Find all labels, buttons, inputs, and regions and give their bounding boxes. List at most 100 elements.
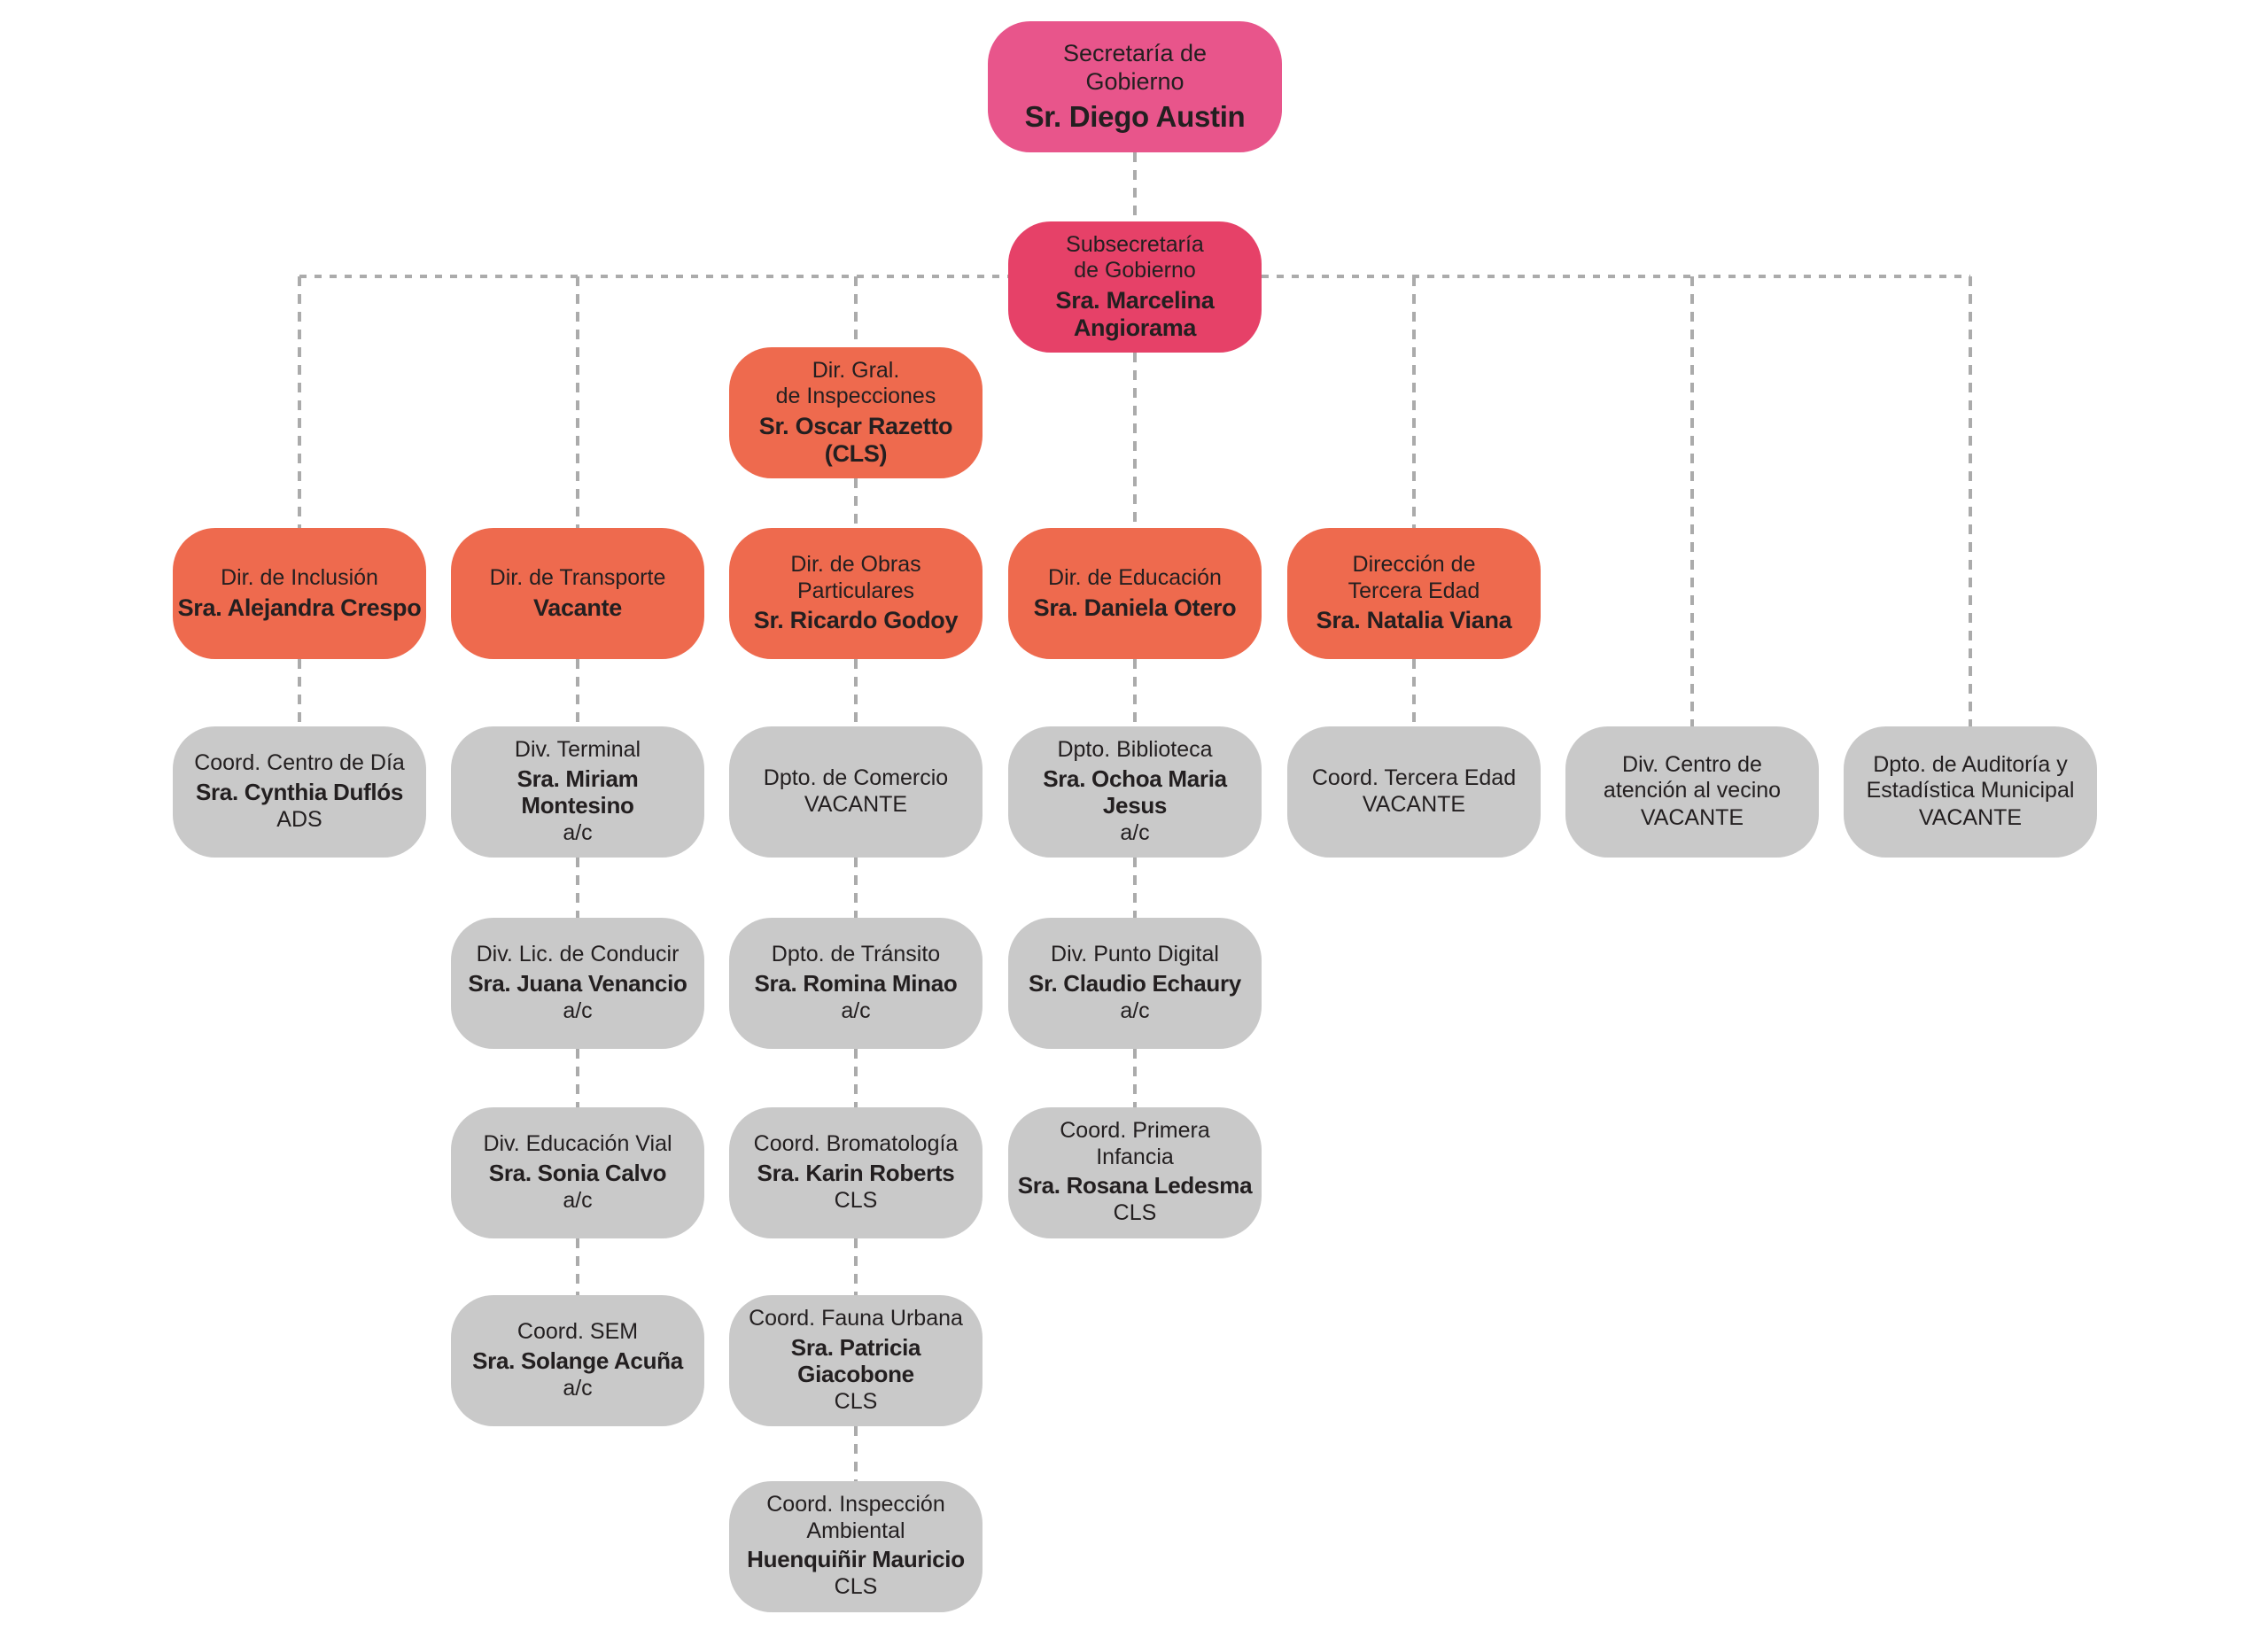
org-node-name: Sra. Karin Roberts <box>757 1159 955 1186</box>
connector-line-vertical <box>854 1049 858 1107</box>
org-node-title: Dir. Gral. de Inspecciones <box>775 357 936 409</box>
connector-line-vertical <box>854 659 858 726</box>
org-node-note: a/c <box>841 997 871 1023</box>
connector-line-vertical <box>1133 353 1137 528</box>
org-node-title: Subsecretaría de Gobierno <box>1066 231 1204 283</box>
org-node-name: Sr. Ricardo Godoy <box>753 607 959 634</box>
org-node-name: Huenquiñir Mauricio <box>747 1546 965 1573</box>
org-node-note: a/c <box>1120 997 1150 1023</box>
org-node-name: Sra. Daniela Otero <box>1033 594 1237 621</box>
org-node-title: Dirección de Tercera Edad <box>1348 552 1480 603</box>
org-node-title: Dir. de Obras Particulares <box>790 552 921 603</box>
org-node-title: Dpto. de Auditoría y Estadística Municip… <box>1866 751 2075 803</box>
org-node-title: Div. Educación Vial <box>483 1131 672 1157</box>
org-node-title: Coord. SEM <box>517 1319 639 1345</box>
org-node-name: Sr. Oscar Razetto (CLS) <box>758 412 953 467</box>
connector-line-vertical <box>298 276 301 528</box>
org-node-name: Sra. Sonia Calvo <box>488 1159 667 1186</box>
org-node-title: Coord. Bromatología <box>753 1131 959 1157</box>
org-node-note: a/c <box>563 1375 593 1401</box>
connector-line-vertical <box>1133 152 1137 221</box>
connector-line-vertical <box>576 1238 579 1295</box>
org-node-note: a/c <box>1120 819 1150 845</box>
org-node-name: Sra. Ochoa Maria Jesus <box>1043 765 1227 819</box>
connector-line-vertical <box>576 858 579 918</box>
connector-line-vertical <box>576 276 579 528</box>
org-node-name: Sra. Miriam Montesino <box>517 765 639 819</box>
org-node-note: VACANTE <box>1640 804 1744 830</box>
connector-line-vertical <box>854 858 858 918</box>
org-node-title: Coord. Fauna Urbana <box>749 1306 963 1331</box>
org-node-name: Sra. Solange Acuña <box>472 1347 683 1374</box>
org-node-title: Dir. de Transporte <box>489 565 666 591</box>
org-node-title: Dpto. de Tránsito <box>771 942 941 967</box>
org-node-dpto-auditoria-estadistica: Dpto. de Auditoría y Estadística Municip… <box>1844 726 2097 858</box>
org-node-name: Sra. Marcelina Angiorama <box>1055 286 1215 341</box>
org-node-title: Div. Punto Digital <box>1051 942 1219 967</box>
org-node-note: a/c <box>563 997 593 1023</box>
org-node-note: VACANTE <box>804 792 908 818</box>
org-node-title: Coord. Primera Infancia <box>1060 1118 1210 1169</box>
connector-line-vertical <box>1690 276 1694 726</box>
org-node-title: Div. Terminal <box>514 737 641 763</box>
org-node-title: Coord. Inspección Ambiental <box>766 1492 945 1543</box>
org-node-name: Sra. Cynthia Duflós <box>195 778 404 805</box>
org-node-note: a/c <box>563 819 593 845</box>
connector-line-vertical <box>1133 659 1137 726</box>
org-node-name: Sra. Juana Venancio <box>468 969 687 997</box>
connector-line-vertical <box>1133 1049 1137 1107</box>
org-node-note: VACANTE <box>1362 792 1466 818</box>
org-node-name: Sra. Alejandra Crespo <box>177 594 422 621</box>
org-node-note: CLS <box>834 1187 878 1213</box>
org-node-title: Dpto. Biblioteca <box>1057 737 1213 763</box>
org-node-note: a/c <box>563 1187 593 1213</box>
connector-line-vertical <box>1412 659 1416 726</box>
org-node-title: Div. Lic. de Conducir <box>476 942 680 967</box>
connector-line-vertical <box>1412 276 1416 528</box>
connector-line-vertical <box>1969 276 1972 726</box>
connector-line-horizontal <box>299 275 1008 278</box>
org-node-title: Dir. de Inclusión <box>221 565 378 591</box>
connector-line-vertical <box>1133 858 1137 918</box>
org-node-note: CLS <box>834 1574 878 1600</box>
org-node-name: Sr. Claudio Echaury <box>1029 969 1241 997</box>
org-node-title: Coord. Tercera Edad <box>1311 765 1517 790</box>
org-node-name: Sra. Patricia Giacobone <box>790 1333 921 1387</box>
connector-line-vertical <box>854 478 858 528</box>
org-node-title: Dir. de Educación <box>1048 565 1222 591</box>
org-node-title: Dpto. de Comercio <box>763 765 949 790</box>
org-node-title: Div. Centro de atención al vecino <box>1603 751 1782 803</box>
connector-line-vertical <box>854 1426 858 1481</box>
connector-line-vertical <box>576 659 579 726</box>
connector-line-vertical <box>576 1049 579 1107</box>
org-node-note: VACANTE <box>1918 804 2023 830</box>
connector-line-vertical <box>298 659 301 726</box>
org-node-note: ADS <box>276 806 322 832</box>
connector-line-vertical <box>854 276 858 347</box>
org-node-note: CLS <box>834 1388 878 1414</box>
org-node-note: CLS <box>1113 1200 1157 1226</box>
org-node-name: Sra. Natalia Viana <box>1316 607 1512 634</box>
